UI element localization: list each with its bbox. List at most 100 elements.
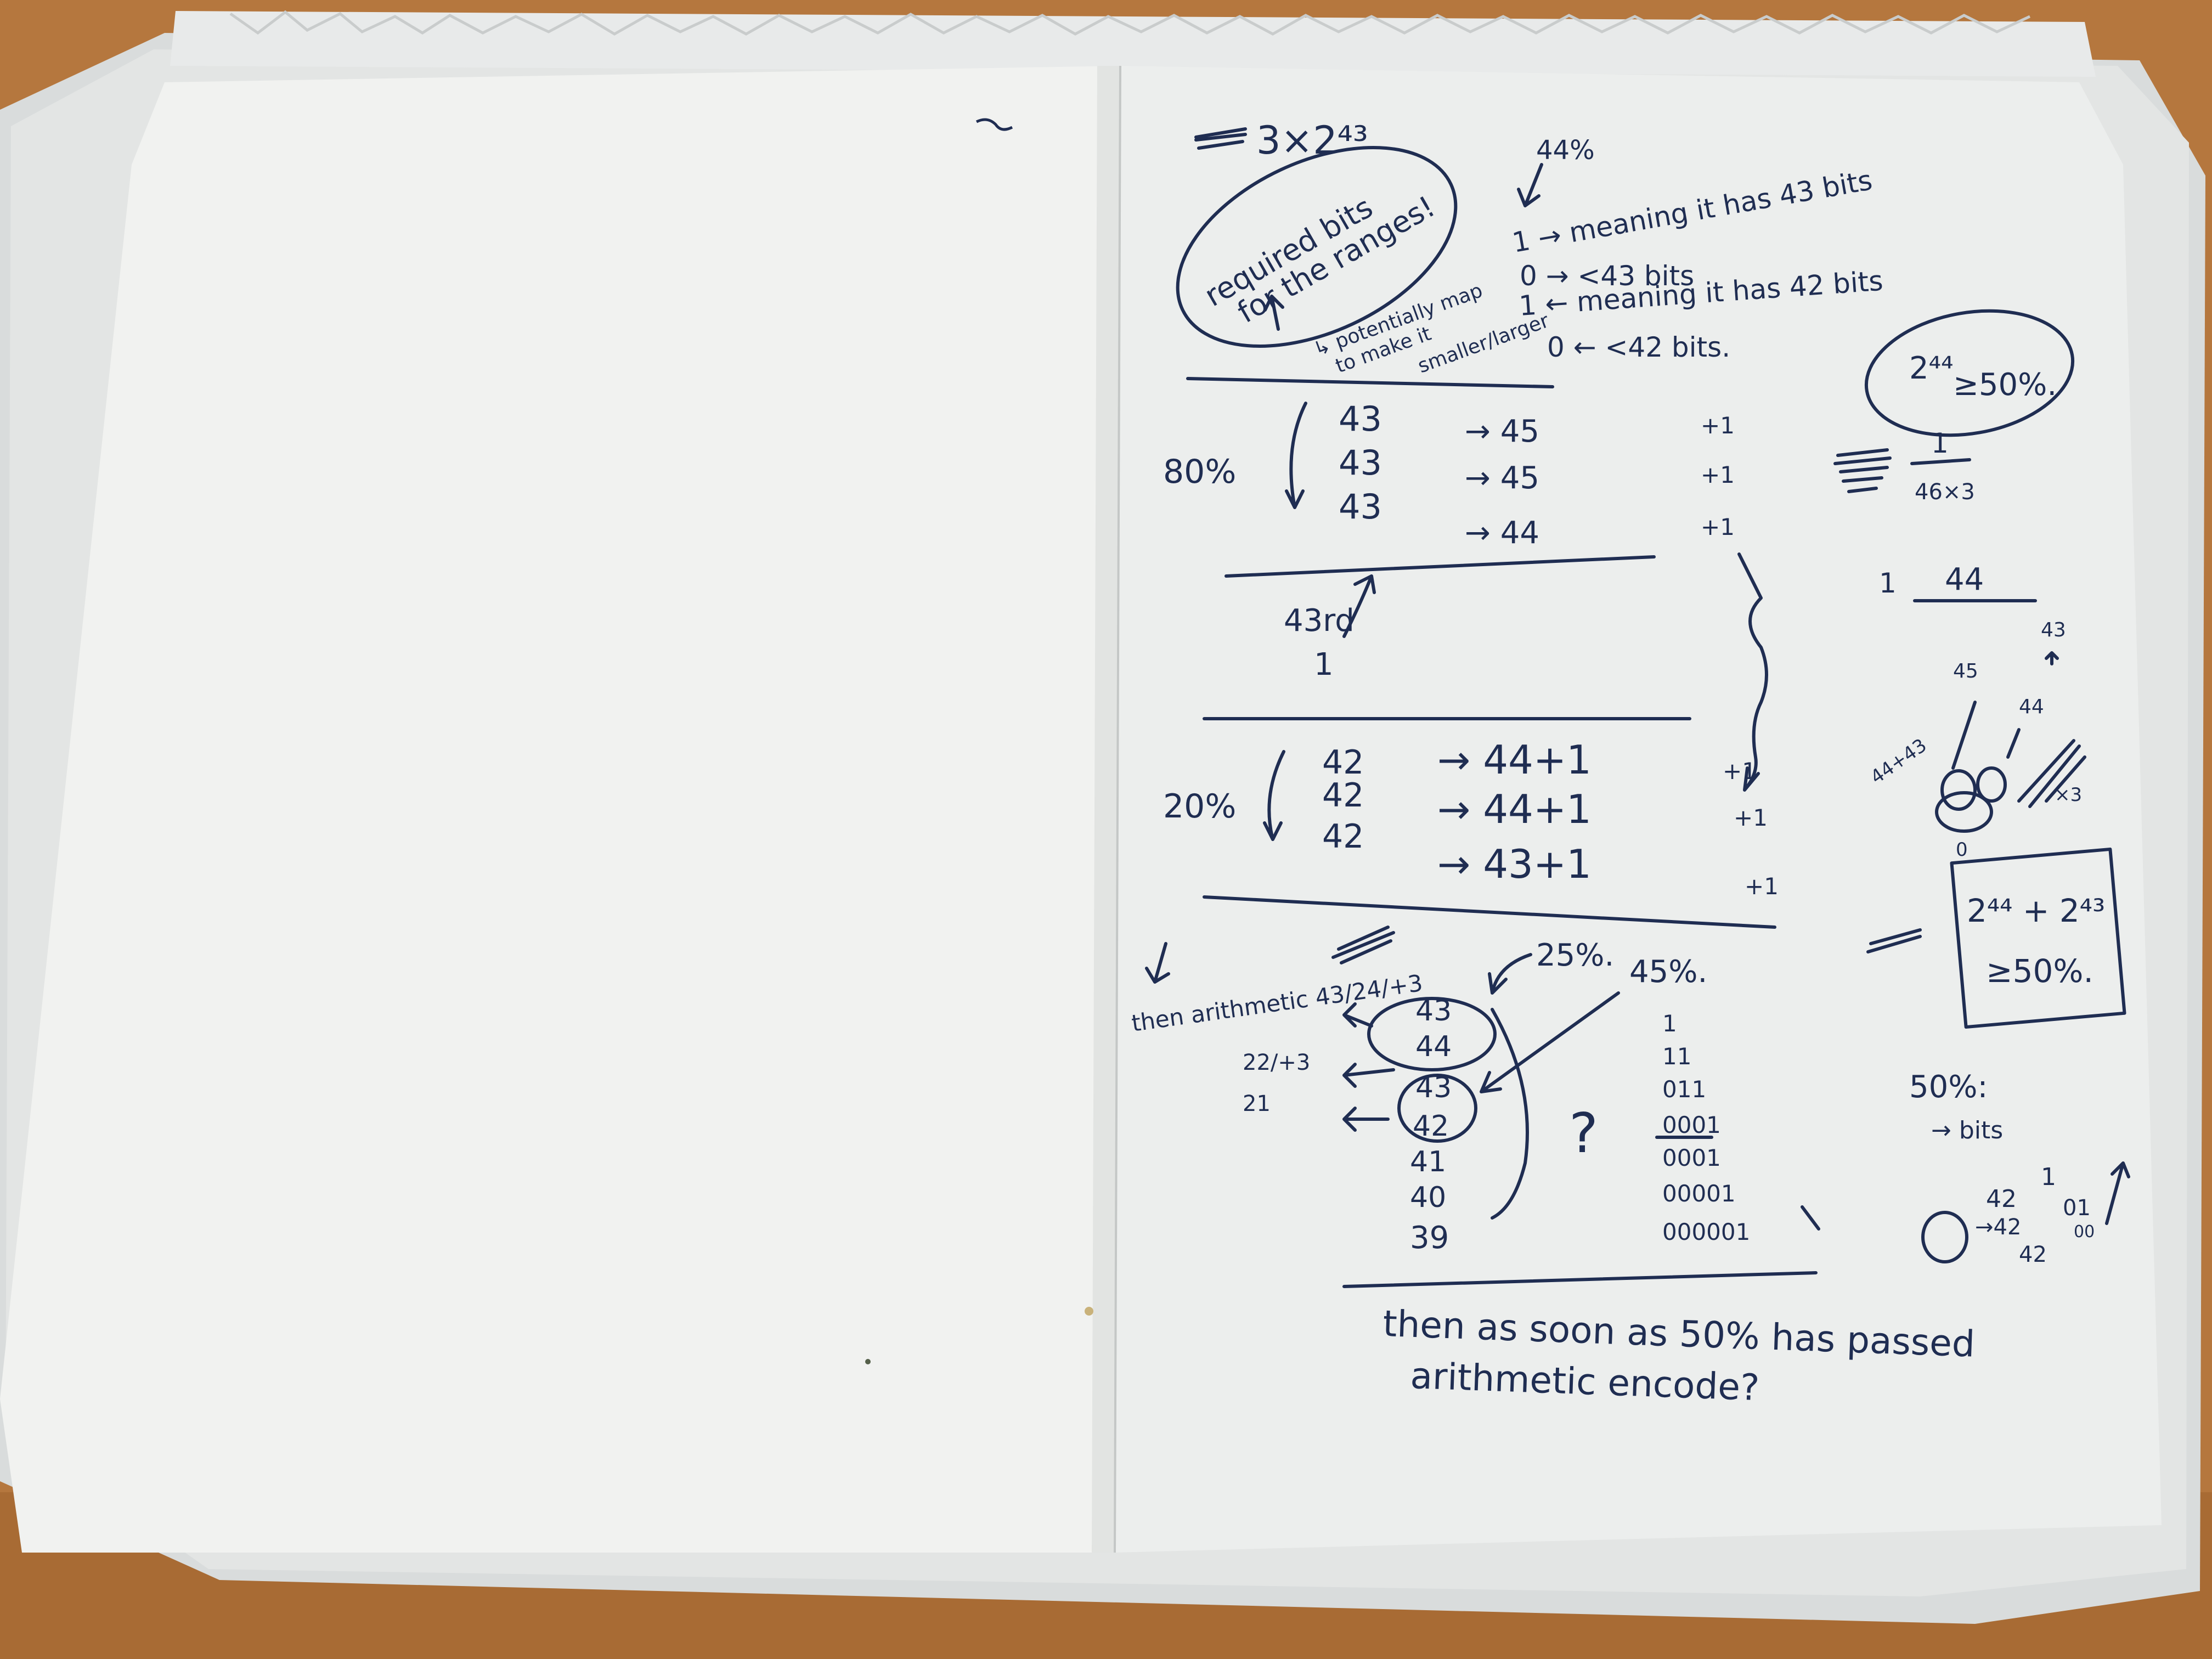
small-arrow-43 <box>2045 651 2059 665</box>
stain-dot <box>1085 1307 1093 1316</box>
stack-44: 44 <box>1415 1030 1452 1063</box>
bits-tick-1 <box>1801 1205 1820 1231</box>
squiggle-arrow <box>1737 552 1768 792</box>
ink-dot <box>865 1359 871 1364</box>
small-zero: 0 <box>1956 839 1968 861</box>
scribble-fraction <box>1833 448 1892 493</box>
small-45: 45 <box>1953 660 1978 682</box>
bits-42a: 42 <box>1986 1185 2017 1213</box>
small-arrow-44 <box>2006 728 2021 759</box>
stack-42: 42 <box>1413 1110 1449 1143</box>
section2-row-1: 42 <box>1322 743 1364 782</box>
stack-43: 43 <box>1415 1071 1452 1104</box>
bits-42c: 42 <box>2019 1242 2047 1267</box>
small-node-1 <box>1940 769 1977 811</box>
torn-page-edge <box>170 10 2096 77</box>
percent-50: 50%: <box>1909 1069 1988 1105</box>
bits-row-1: 1 <box>1662 1010 1677 1037</box>
small-node-2 <box>1976 766 2007 803</box>
percent-45: 45%. <box>1629 954 1707 990</box>
divider-4 <box>1203 895 1776 929</box>
stack-arrow-3 <box>1342 1107 1390 1132</box>
section1-brace <box>1285 402 1307 509</box>
one-44-right: 44 <box>1945 562 1984 597</box>
power-bubble-top: 2⁴⁴ <box>1909 351 1954 386</box>
percent-44-label: 44% <box>1536 135 1595 166</box>
mid-value: 1 <box>1314 647 1334 682</box>
mid-arrow <box>1342 574 1376 638</box>
fraction-bottom: 46×3 <box>1915 479 1975 505</box>
section1-percent: 80% <box>1163 453 1236 491</box>
section1-row-2: 43 <box>1339 443 1382 483</box>
section2-plus-2: +1 <box>1734 804 1768 831</box>
arrow-down-44 <box>1517 163 1543 207</box>
section2-target-2: → 44+1 <box>1437 786 1592 832</box>
bits-row-7: 000001 <box>1662 1218 1750 1245</box>
notebook-right-page <box>1114 66 2162 1553</box>
small-43: 43 <box>2041 619 2066 641</box>
small-arrow-45 <box>1951 701 1977 770</box>
section1-plus-1: +1 <box>1701 412 1735 439</box>
bits-slash-arrow <box>2105 1161 2130 1225</box>
section2-plus-3: +1 <box>1745 873 1779 900</box>
bits-row-6: 00001 <box>1662 1180 1736 1207</box>
section2-row-2: 42 <box>1322 776 1364 815</box>
box-ge: ≥50%. <box>1986 952 2094 990</box>
section2-target-3: → 43+1 <box>1437 841 1592 887</box>
small-node-3 <box>1935 791 1993 833</box>
stack-arrow-1 <box>1342 1002 1373 1028</box>
bubble-pointer <box>1263 295 1284 331</box>
less-than-43: 0 → <43 bits <box>1520 260 1694 292</box>
arrow-22: 22/+3 <box>1243 1050 1310 1075</box>
pen-mark-left <box>975 118 1013 131</box>
bits-row-3: 011 <box>1662 1076 1706 1103</box>
arrow-25 <box>1488 953 1532 995</box>
section1-target-3: → 44 <box>1465 515 1539 551</box>
fraction-bar <box>1910 458 1971 465</box>
stack-40: 40 <box>1410 1181 1446 1214</box>
section2-target-1: → 44+1 <box>1437 737 1592 783</box>
scribble-box-left <box>1866 928 1922 953</box>
stack-41: 41 <box>1410 1146 1446 1178</box>
stack-39: 39 <box>1410 1220 1449 1256</box>
required-bits-bubble <box>1176 146 1458 348</box>
arrow-21: 21 <box>1243 1091 1271 1116</box>
section1-plus-2: +1 <box>1701 461 1735 488</box>
divider-1 <box>1186 377 1554 388</box>
section1-row-3: 43 <box>1339 487 1382 527</box>
mid-label: 43rd <box>1284 603 1355 639</box>
divider-2 <box>1224 555 1656 578</box>
gutter-shade <box>1092 66 1119 1553</box>
percent-25: 25%. <box>1536 938 1614 973</box>
stack-43-struck: 43 <box>1415 995 1452 1028</box>
small-x3: ×3 <box>2055 784 2082 806</box>
notebook-left-page <box>0 66 1119 1553</box>
bits-42b: →42 <box>1975 1215 2021 1240</box>
bits-01: 01 <box>2063 1195 2091 1221</box>
arrow-down-then <box>1145 942 1170 984</box>
bits-arrow: → bits <box>1931 1116 2003 1144</box>
stack-circle-mid <box>1397 1074 1477 1143</box>
section1-row-1: 43 <box>1339 399 1382 439</box>
formula-box <box>1950 847 2126 1029</box>
bits-circle <box>1921 1211 1968 1263</box>
bits-00: 00 <box>2074 1222 2095 1242</box>
power-bubble <box>1864 309 2075 437</box>
section2-percent: 20% <box>1163 787 1236 826</box>
bits-row-5: 0001 <box>1662 1144 1721 1171</box>
section2-brace <box>1263 750 1285 841</box>
less-than-42: 0 ← <42 bits. <box>1547 331 1730 363</box>
section2-row-3: 42 <box>1322 817 1364 856</box>
top-formula: 3×2⁴³ <box>1256 118 1368 163</box>
stack-arrow-2 <box>1342 1063 1395 1088</box>
arrow-45 <box>1480 991 1620 1093</box>
bits-1: 1 <box>2041 1163 2056 1191</box>
section1-target-1: → 45 <box>1465 414 1539 449</box>
question-mark: ? <box>1569 1101 1598 1165</box>
power-bubble-bottom: ≥50%. <box>1953 367 2057 403</box>
scribble-out-top <box>1194 127 1247 150</box>
fraction-top: 1 <box>1931 427 1949 459</box>
section1-plus-3: +1 <box>1701 514 1735 540</box>
bits-row-2: 11 <box>1662 1043 1691 1070</box>
